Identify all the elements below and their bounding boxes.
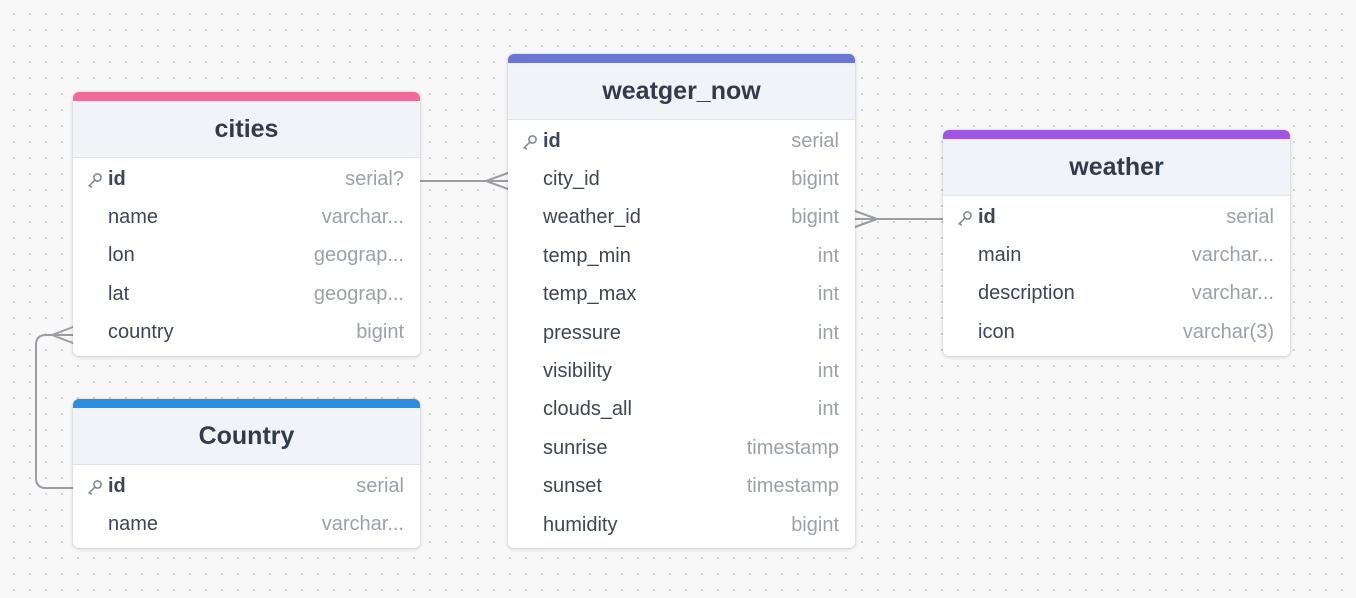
column-list: id serial name varchar... [73, 465, 420, 548]
column-name: name [108, 513, 159, 536]
column-name: icon [978, 320, 1015, 343]
table-accent-bar [73, 399, 420, 408]
column-type: bigint [356, 321, 404, 344]
column-row[interactable]: lon geograp... [73, 237, 420, 275]
column-type: int [817, 398, 839, 421]
column-name: weather_id [543, 206, 641, 229]
column-name: sunset [543, 475, 602, 498]
crows-foot-marker [854, 210, 878, 228]
table-title: weatger_now [602, 76, 761, 105]
column-row[interactable]: temp_max int [508, 276, 855, 314]
connector-line [35, 334, 74, 489]
column-row[interactable]: visibility int [508, 352, 855, 390]
table-accent-bar [73, 92, 420, 101]
table-title: cities [214, 114, 279, 143]
column-list: id serial main varchar... description varchar… [943, 196, 1290, 356]
column-type: serial [791, 129, 839, 152]
column-row[interactable]: lat geograp... [73, 275, 420, 313]
column-name: id [108, 167, 126, 190]
key-icon [87, 479, 103, 495]
connector-country-cities[interactable] [35, 326, 74, 489]
column-list: id serial? name varchar... lon geograp... lat g… [73, 158, 420, 356]
column-type: bigint [791, 513, 839, 536]
column-name: sunrise [543, 436, 608, 459]
column-row[interactable]: id serial [943, 198, 1290, 236]
column-name: name [108, 206, 159, 229]
column-row[interactable]: weather_id bigint [508, 199, 855, 237]
crows-foot-marker [485, 172, 509, 190]
table-country[interactable]: Country id serial name varchar... [73, 399, 420, 548]
column-row[interactable]: temp_min int [508, 237, 855, 275]
column-row[interactable]: name varchar... [73, 505, 420, 543]
column-name: temp_max [543, 283, 637, 306]
column-name: lat [108, 282, 130, 305]
column-type: geograp... [313, 282, 404, 305]
crows-foot-marker [51, 326, 74, 344]
column-row[interactable]: id serial [73, 467, 420, 505]
connector-weatger-now-weather[interactable] [854, 210, 944, 228]
column-type: varchar... [321, 513, 404, 536]
table-title: Country [198, 421, 295, 450]
column-type: int [817, 360, 839, 383]
column-row[interactable]: clouds_all int [508, 391, 855, 429]
column-name: id [108, 474, 126, 497]
column-name: clouds_all [543, 398, 632, 421]
column-row[interactable]: sunset timestamp [508, 468, 855, 506]
column-row[interactable]: city_id bigint [508, 160, 855, 198]
table-accent-bar [943, 130, 1290, 139]
column-name: id [543, 129, 561, 152]
column-type: int [817, 321, 839, 344]
column-type: serial? [345, 167, 404, 190]
table-header[interactable]: weatger_now [508, 63, 855, 120]
column-name: pressure [543, 321, 621, 344]
column-type: serial [356, 474, 404, 497]
column-row[interactable]: icon varchar(3) [943, 313, 1290, 351]
key-icon [957, 210, 973, 226]
column-name: main [978, 244, 1022, 267]
column-row[interactable]: sunrise timestamp [508, 429, 855, 467]
column-type: geograp... [313, 244, 404, 267]
key-icon [522, 134, 538, 150]
column-name: description [978, 282, 1075, 305]
table-accent-bar [508, 54, 855, 63]
column-name: temp_min [543, 244, 631, 267]
column-row[interactable]: pressure int [508, 314, 855, 352]
column-row[interactable]: humidity bigint [508, 506, 855, 544]
column-type: int [817, 283, 839, 306]
table-title: weather [1069, 152, 1164, 181]
column-type: varchar... [321, 206, 404, 229]
column-name: city_id [543, 168, 600, 191]
column-type: int [817, 244, 839, 267]
column-name: id [978, 205, 996, 228]
column-name: country [108, 321, 174, 344]
column-row[interactable]: country bigint [73, 314, 420, 352]
column-name: visibility [543, 360, 612, 383]
table-header[interactable]: Country [73, 408, 420, 465]
connector-cities-weatger-now[interactable] [419, 172, 509, 190]
column-type: bigint [791, 206, 839, 229]
column-row[interactable]: description varchar... [943, 275, 1290, 313]
column-row[interactable]: id serial [508, 122, 855, 160]
column-type: serial [1226, 205, 1274, 228]
key-icon [87, 172, 103, 188]
table-header[interactable]: cities [73, 101, 420, 158]
column-name: humidity [543, 513, 618, 536]
column-type: varchar... [1191, 282, 1274, 305]
column-type: bigint [791, 168, 839, 191]
column-type: timestamp [746, 475, 839, 498]
column-type: varchar... [1191, 244, 1274, 267]
column-type: varchar(3) [1182, 320, 1274, 343]
column-row[interactable]: main varchar... [943, 236, 1290, 274]
table-cities[interactable]: cities id serial? name varchar... lon geograp… [73, 92, 420, 356]
column-type: timestamp [746, 436, 839, 459]
table-header[interactable]: weather [943, 139, 1290, 196]
column-row[interactable]: name varchar... [73, 198, 420, 236]
column-name: lon [108, 244, 135, 267]
column-row[interactable]: id serial? [73, 160, 420, 198]
